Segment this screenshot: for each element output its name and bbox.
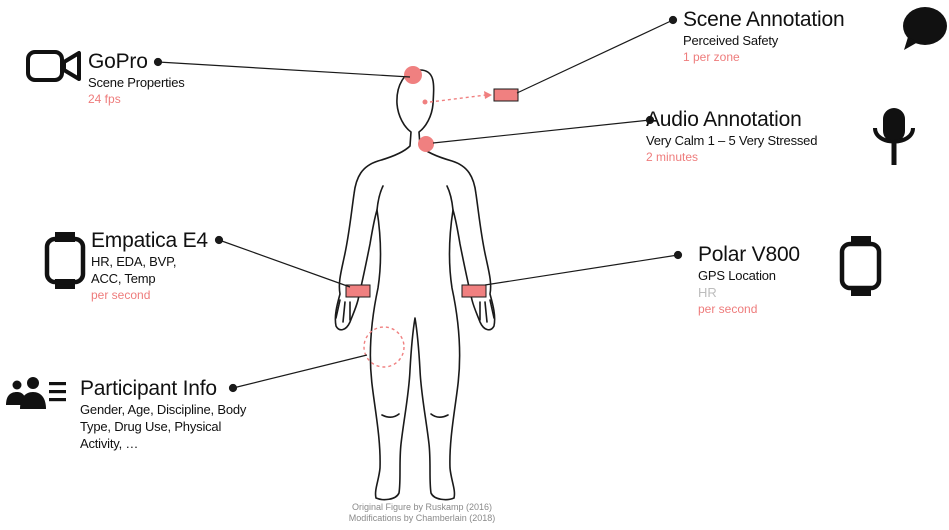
gaze-arrow-head — [484, 91, 492, 99]
scene-annotation-title: Scene Annotation — [683, 8, 844, 32]
scene-connector — [517, 20, 673, 93]
polar-description-line-2: HR — [698, 284, 800, 301]
empatica-label-block: Empatica E4 HR, EDA, BVP, ACC, Temp per … — [91, 229, 208, 304]
video-camera-icon — [28, 52, 79, 80]
speech-bubble-icon — [903, 7, 947, 50]
participant-info-line-3: Activity, … — [80, 435, 246, 452]
scene-connector-dot — [670, 17, 677, 24]
group-of-people-icon — [6, 377, 66, 409]
participant-connector — [233, 355, 367, 388]
smartwatch-icon — [47, 232, 83, 289]
empatica-rate: per second — [91, 287, 208, 304]
gopro-description: Scene Properties — [88, 74, 185, 91]
scene-annotation-rate: 1 per zone — [683, 49, 844, 66]
head-camera-marker — [404, 66, 422, 84]
audio-annotation-description: Very Calm 1 – 5 Very Stressed — [646, 132, 817, 149]
empatica-title: Empatica E4 — [91, 229, 208, 253]
audio-annotation-label-block: Audio Annotation Very Calm 1 – 5 Very St… — [646, 108, 817, 166]
audio-annotation-title: Audio Annotation — [646, 108, 817, 132]
neck-mic-marker — [418, 136, 434, 152]
credit-original: Original Figure by Ruskamp (2016) — [322, 502, 522, 513]
participant-info-title: Participant Info — [80, 377, 246, 401]
polar-connector-dot — [675, 252, 682, 259]
right-wrist-band — [462, 285, 486, 297]
scene-annotation-description: Perceived Safety — [683, 32, 844, 49]
gopro-label-block: GoPro Scene Properties 24 fps — [88, 50, 185, 108]
scene-annotation-device — [494, 89, 518, 101]
participant-info-line-2: Type, Drug Use, Physical — [80, 418, 246, 435]
empatica-description-line-1: HR, EDA, BVP, — [91, 253, 208, 270]
gopro-rate: 24 fps — [88, 91, 185, 108]
polar-description-line-1: GPS Location — [698, 267, 800, 284]
polar-connector — [485, 255, 678, 285]
scene-annotation-label-block: Scene Annotation Perceived Safety 1 per … — [683, 8, 844, 66]
empatica-connector — [219, 240, 350, 287]
participant-info-label-block: Participant Info Gender, Age, Discipline… — [80, 377, 246, 452]
audio-connector — [433, 120, 650, 143]
empatica-description-line-2: ACC, Temp — [91, 270, 208, 287]
watch-icon — [842, 236, 879, 296]
gopro-connector — [158, 62, 410, 77]
participant-info-line-1: Gender, Age, Discipline, Body — [80, 401, 246, 418]
empatica-connector-dot — [216, 237, 223, 244]
audio-annotation-rate: 2 minutes — [646, 149, 817, 166]
microphone-icon — [875, 108, 913, 165]
figure-credits: Original Figure by Ruskamp (2016) Modifi… — [322, 502, 522, 524]
credit-modifications: Modifications by Chamberlain (2018) — [322, 513, 522, 524]
gopro-title: GoPro — [88, 50, 185, 74]
polar-label-block: Polar V800 GPS Location HR per second — [698, 243, 800, 318]
gaze-dotted-arrow — [430, 95, 486, 102]
polar-rate: per second — [698, 301, 800, 318]
eye-dot-marker — [423, 100, 428, 105]
polar-title: Polar V800 — [698, 243, 800, 267]
